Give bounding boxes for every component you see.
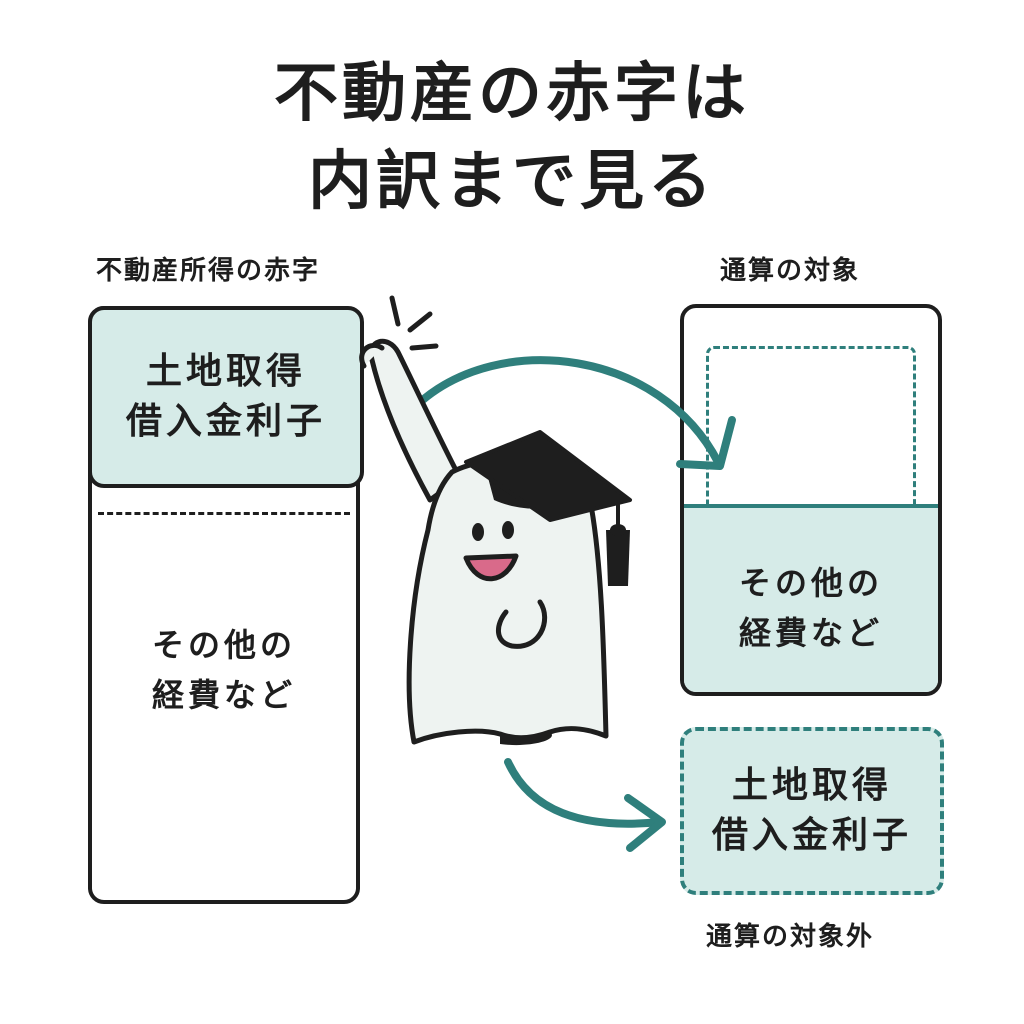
offset-target-text: その他の 経費など [684, 558, 938, 658]
graduation-cap-icon [464, 430, 632, 586]
offset-target-line-2: 経費など [738, 614, 883, 652]
burst-lines-icon [389, 295, 439, 351]
offset-target-fill [684, 504, 938, 692]
offset-target-box: その他の 経費など [680, 304, 942, 696]
excluded-line-1: 土地取得 [731, 765, 892, 806]
left-other-line-2: 経費など [151, 676, 296, 714]
excluded-box: 土地取得 借入金利子 [680, 727, 944, 895]
page-title: 不動産の赤字は 内訳まで見る [0, 50, 1024, 226]
left-top-line-1: 土地取得 [145, 351, 306, 392]
left-other-line-1: その他の [151, 626, 296, 664]
arrow-to-excluded-icon [504, 758, 666, 852]
offset-target-line-1: その他の [738, 564, 883, 602]
excluded-line-2: 借入金利子 [711, 815, 912, 856]
title-line-2: 内訳まで見る [308, 145, 716, 219]
left-other-expenses: その他の 経費など [88, 620, 360, 720]
left-caption: 不動産所得の赤字 [96, 256, 321, 286]
excluded-caption: 通算の対象外 [706, 922, 875, 952]
left-top-line-2: 借入金利子 [125, 401, 326, 442]
left-divider [98, 512, 350, 515]
arrow-to-offset-icon [414, 356, 736, 470]
ghost-graduate-icon [359, 338, 609, 746]
offset-target-caption: 通算の対象 [720, 256, 861, 286]
offset-target-empty-slot [706, 346, 916, 506]
land-loan-interest-block: 土地取得 借入金利子 [88, 306, 364, 488]
title-line-1: 不動産の赤字は [274, 57, 750, 131]
